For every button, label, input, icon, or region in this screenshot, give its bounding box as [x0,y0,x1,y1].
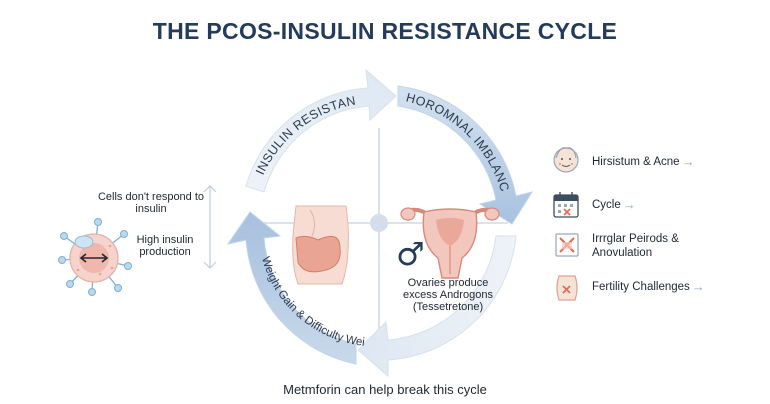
arc-arrow-insulin-resistance [245,68,397,193]
center-dot [370,214,388,232]
arrow-right-icon: → [691,279,705,294]
legend-label: Fertility Challenges [592,280,690,293]
legend-item-hirsutism: Hirsistum & Acne → [592,154,695,169]
legend-item-fertility: Fertility Challenges → [592,279,705,294]
label-weight-gain: Weight Gain & Difficulty Weight [0,0,365,349]
legend-item-irregular-periods: Irrrglar Peirods & Anovulation [592,232,702,260]
ovaries-text: Ovaries produce excess Androgons (Tesset… [403,277,493,313]
high-insulin-text: High insulin production [136,234,194,258]
male-symbol-icon: ♂ [396,235,425,273]
torso-illustration [292,205,349,285]
arc-arrow-hormonal-imbalance [397,85,534,225]
legend-label: Hirsistum & Acne [592,155,680,168]
cell-illustration [58,218,132,296]
uterus-illustration [400,207,500,279]
legend-item-cycle: Cycle → [592,197,636,212]
arc-arrow-bottom [357,235,517,378]
vertical-double-arrow [203,185,217,269]
arc-arrow-weight-gain [226,211,357,365]
face-icon [553,147,579,173]
footer-text: Metmforin can help break this cycle [283,382,487,397]
fertility-icon [556,275,578,301]
label-insulin-resistance: INSULIN RESISTANCE [0,0,357,177]
cells-dont-respond-text: Cells don't respond to insulin [97,191,205,215]
calendar-icon [553,192,579,218]
legend-label: Cycle [592,198,621,211]
arrow-right-icon: → [622,197,636,212]
arrow-right-icon: → [681,154,695,169]
legend-label: Irrrglar Peirods & Anovulation [592,233,679,259]
page-title: THE PCOS-INSULIN RESISTANCE CYCLE [152,18,618,44]
irregular-period-icon [555,233,579,257]
